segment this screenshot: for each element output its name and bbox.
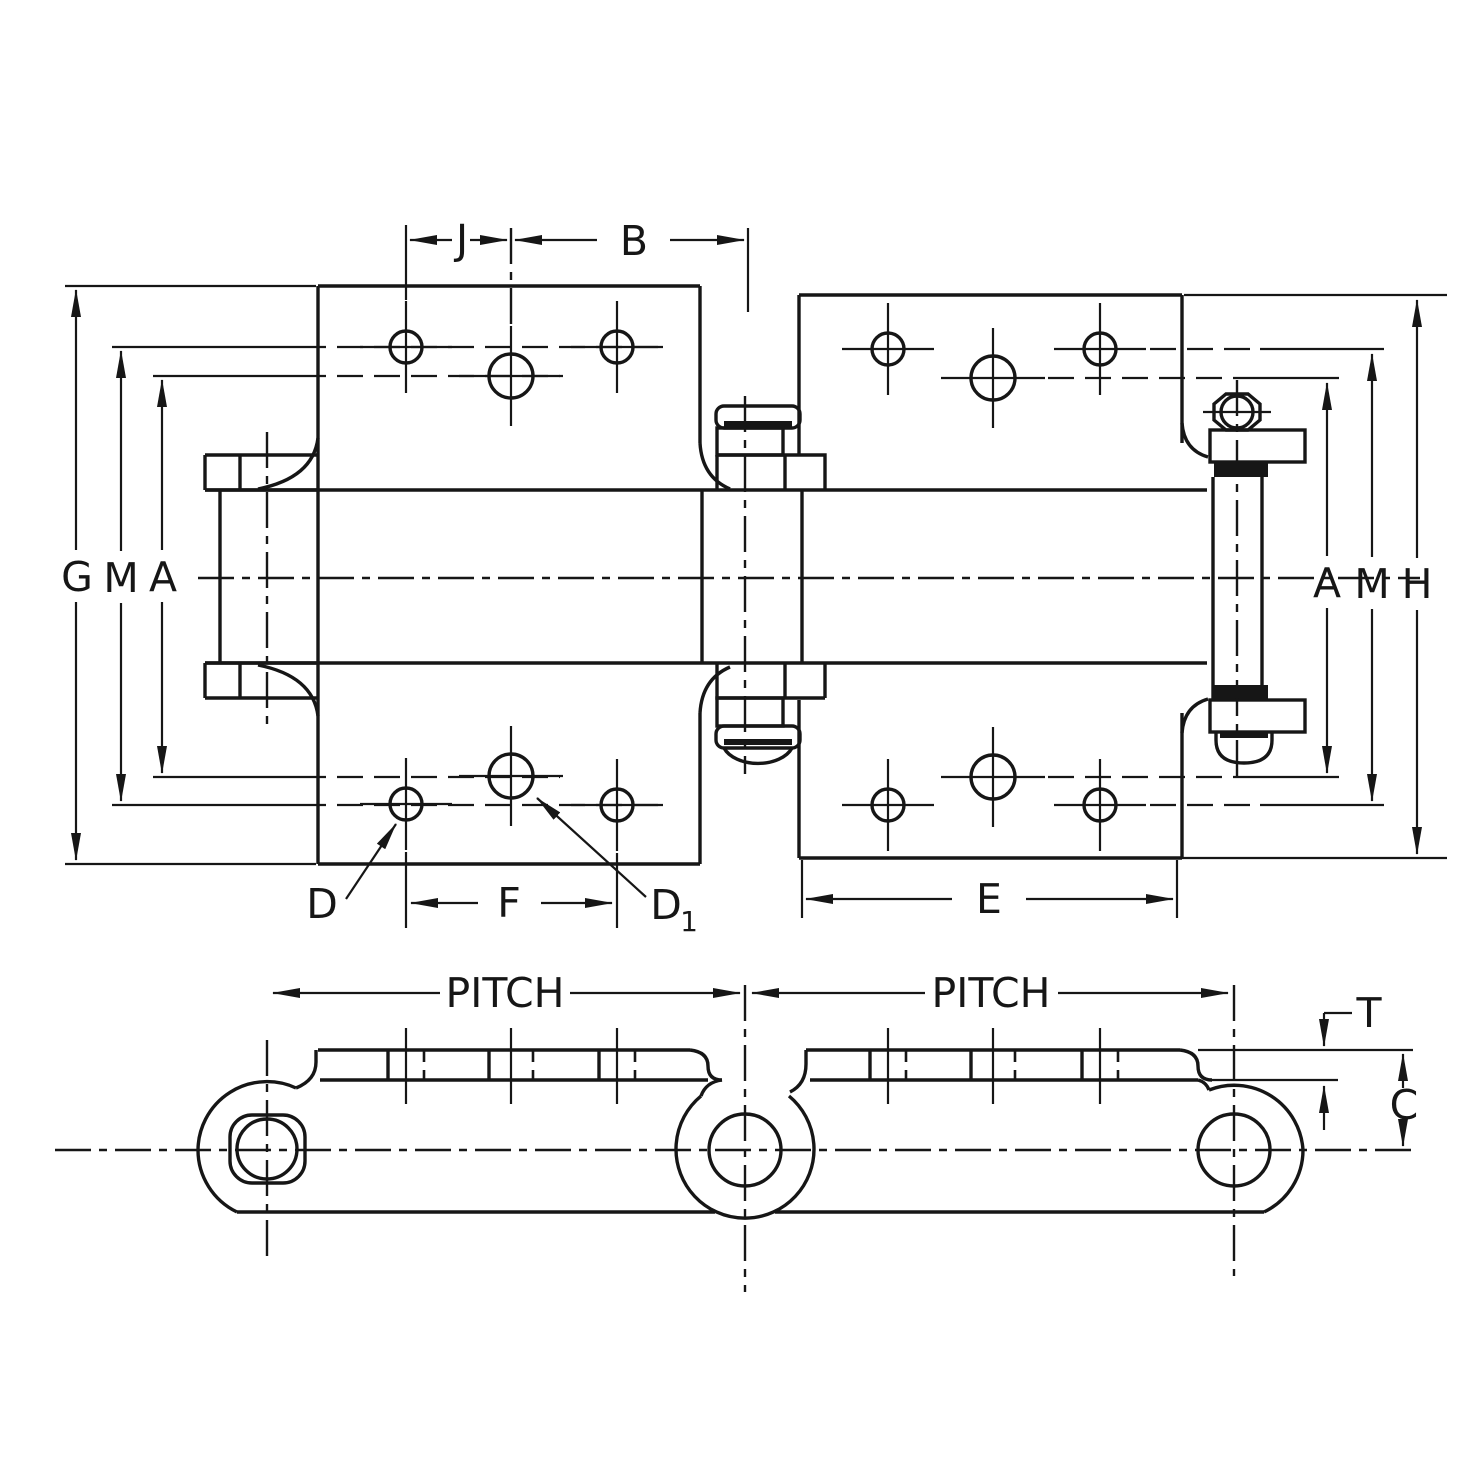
right-attachment-plate bbox=[797, 293, 1184, 860]
dim-label-b: B bbox=[620, 217, 648, 265]
dim-label-a-left: A bbox=[149, 553, 177, 601]
holes-right-link bbox=[842, 303, 1146, 851]
nut bbox=[1212, 392, 1262, 432]
dim-label-t: T bbox=[1355, 989, 1382, 1037]
dim-label-d1: D bbox=[650, 881, 682, 929]
right-plate-side bbox=[789, 1028, 1413, 1104]
hole bbox=[842, 759, 934, 851]
dim-label-h: H bbox=[1402, 560, 1433, 608]
right-end-lobe bbox=[1197, 1078, 1211, 1091]
bolt-end bbox=[1180, 380, 1307, 780]
dim-label-d: D bbox=[306, 880, 338, 928]
side-view bbox=[55, 985, 1413, 1292]
sidebar-outline bbox=[196, 1078, 1305, 1220]
hole bbox=[842, 303, 934, 395]
dim-label-d1-sub: 1 bbox=[680, 905, 698, 938]
hole-hidden-lines bbox=[868, 1028, 1120, 1104]
left-pin bbox=[235, 1117, 299, 1181]
right-barrel bbox=[1196, 1112, 1272, 1188]
left-attachment-plate bbox=[316, 284, 702, 866]
hole bbox=[360, 301, 452, 393]
hole bbox=[941, 328, 1045, 428]
middle-barrel bbox=[707, 1112, 783, 1188]
dimensions: J B G M A A M H D F D 1 E bbox=[61, 216, 1433, 1147]
hole bbox=[1054, 759, 1146, 851]
pin-bottom-cap bbox=[722, 747, 794, 766]
dim-label-m-right: M bbox=[1354, 560, 1389, 608]
bolt-head-cap bbox=[1214, 732, 1274, 765]
left-barrel-end bbox=[203, 432, 320, 728]
dim-label-c: C bbox=[1390, 1081, 1419, 1129]
hole bbox=[941, 727, 1045, 827]
left-pin-head bbox=[228, 1113, 307, 1185]
holes-left-link bbox=[360, 301, 663, 851]
extension-lines bbox=[65, 225, 1447, 928]
dim-label-pitch-left: PITCH bbox=[446, 969, 565, 1017]
dim-label-j: J bbox=[453, 216, 468, 264]
pin-head-bottom bbox=[714, 724, 802, 750]
left-end-lobe bbox=[196, 1079, 297, 1214]
dim-label-a-right: A bbox=[1313, 559, 1341, 607]
left-plate-side bbox=[295, 1028, 723, 1104]
hole bbox=[1054, 303, 1146, 395]
dim-label-pitch-right: PITCH bbox=[932, 969, 1051, 1017]
dim-label-g: G bbox=[61, 553, 93, 601]
hole-hidden-lines bbox=[386, 1028, 637, 1104]
dim-label-e: E bbox=[976, 875, 1002, 923]
middle-joint bbox=[698, 396, 827, 774]
hole bbox=[360, 758, 452, 850]
dim-label-f: F bbox=[497, 879, 521, 927]
pins-side bbox=[228, 1112, 1272, 1188]
dim-label-m-left: M bbox=[103, 554, 138, 602]
middle-lobe bbox=[699, 1078, 723, 1097]
